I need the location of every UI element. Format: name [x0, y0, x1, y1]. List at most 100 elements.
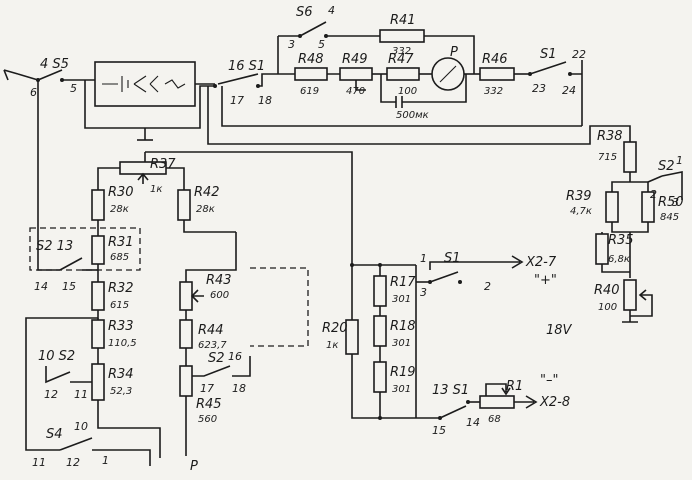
resistor-r1: [479, 395, 515, 409]
switch-s2-enclosure: [29, 227, 141, 271]
resistor-r31: [91, 235, 105, 265]
r18-value: 301: [392, 338, 411, 349]
wire: [351, 354, 416, 419]
s2-terminal-14: 14: [34, 280, 48, 293]
r33-label: R33: [108, 319, 134, 334]
r44-value: 623,7: [198, 340, 227, 351]
r34-value: 52,3: [110, 386, 132, 397]
r42-value: 28к: [196, 204, 215, 215]
cap-value: 500мк: [396, 110, 429, 121]
switch-s2-13-blade: [59, 257, 83, 271]
s1-terminal-2: 2: [484, 280, 491, 293]
s1-terminal-14: 14: [466, 416, 480, 429]
r37-value: 1к: [150, 184, 162, 195]
converter-symbol: [102, 75, 186, 93]
r49-label: R49: [342, 52, 368, 67]
ground-symbol: [622, 310, 638, 323]
r30-value: 28к: [110, 204, 129, 215]
s1-right-label: S1: [540, 47, 557, 62]
s6-terminal-4: 4: [328, 4, 335, 17]
r1-value: 68: [488, 414, 501, 425]
s1-top-label: 16 S1: [228, 59, 265, 74]
r19-value: 301: [392, 384, 411, 395]
resistor-r49: [339, 67, 373, 81]
s2-terminal-3: 3: [672, 196, 679, 209]
r40-wiper: [630, 289, 653, 317]
r48-value: 619: [300, 86, 319, 97]
wire: [97, 400, 161, 458]
p-bottom-label: P: [190, 459, 198, 474]
r41-label: R41: [390, 13, 416, 28]
r1-wiper: [485, 383, 511, 396]
resistor-r30: [91, 189, 105, 221]
r33-value: 110,5: [108, 338, 137, 349]
wire: [92, 449, 151, 466]
s2-terminal-15: 15: [62, 280, 76, 293]
x2-7-label: X2-7: [525, 255, 557, 270]
r47-label: R47: [388, 52, 414, 67]
r20-value: 1к: [326, 340, 338, 351]
r50-value: 845: [660, 212, 679, 223]
s2-terminal-2: 2: [650, 188, 657, 201]
s2-terminal-18: 18: [232, 382, 246, 395]
wire: [258, 73, 278, 87]
r31-value: 685: [110, 252, 129, 263]
r43-value: 600: [210, 290, 229, 301]
wire: [97, 220, 236, 233]
switch-s2-10-blade: [45, 366, 71, 384]
s2-10-label: 10 S2: [38, 349, 75, 364]
resistor-r18: [373, 315, 387, 347]
wire: [17, 73, 39, 81]
wire: [37, 225, 60, 271]
s2-terminal-11: 11: [74, 388, 88, 401]
node: [213, 84, 217, 88]
resistor-r44: [179, 319, 193, 349]
meter-needle: [439, 65, 457, 83]
node: [428, 280, 432, 284]
capacitor: [395, 96, 403, 108]
r37-label: R37: [150, 157, 176, 172]
dashed-block: [250, 267, 309, 347]
wire: [25, 442, 60, 451]
resistor-r32: [91, 281, 105, 311]
resistor-r45: [179, 365, 193, 397]
r37-wiper: [137, 172, 149, 184]
r34-label: R34: [108, 367, 134, 382]
r46-label: R46: [482, 52, 508, 67]
resistor-r39: [605, 191, 619, 223]
s2-13-label: S2 13: [36, 239, 73, 254]
resistor-r34: [91, 363, 105, 401]
voltage-label: 18V: [546, 323, 573, 338]
switch-s1-22-blade: [529, 61, 567, 75]
node: [298, 34, 302, 38]
r38-value: 715: [598, 152, 617, 163]
resistor-r38: [623, 141, 637, 173]
resistor-r41: [379, 29, 425, 43]
switch-s1-1-blade: [429, 271, 459, 283]
resistor-r42: [177, 189, 191, 221]
resistor-r33: [91, 319, 105, 349]
s5-terminal-6: 6: [30, 86, 37, 99]
r35-label: R35: [608, 233, 634, 248]
x2-8-label: X2-8: [539, 395, 570, 410]
r50-label: R50: [658, 195, 684, 210]
s1-mid-label: S1: [444, 251, 461, 266]
wire-to-x2-8: [514, 395, 538, 409]
node: [438, 416, 442, 420]
s4-label: S4: [46, 427, 63, 442]
s1-terminal-22: 22: [572, 48, 586, 61]
r40-value: 100: [598, 302, 617, 313]
resistor-r19: [373, 361, 387, 393]
resistor-r40: [623, 279, 637, 311]
s4-terminal-10: 10: [74, 420, 88, 433]
wire: [232, 356, 251, 377]
r43-wiper: [190, 289, 204, 303]
s2-terminal-12: 12: [44, 388, 58, 401]
r45-value: 560: [198, 414, 217, 425]
r49-wiper: [355, 80, 366, 91]
resistor-r35: [595, 233, 609, 265]
s1-terminal-24: 24: [562, 84, 576, 97]
plus-label: "+": [534, 273, 557, 288]
r20-label: R20: [322, 321, 348, 336]
